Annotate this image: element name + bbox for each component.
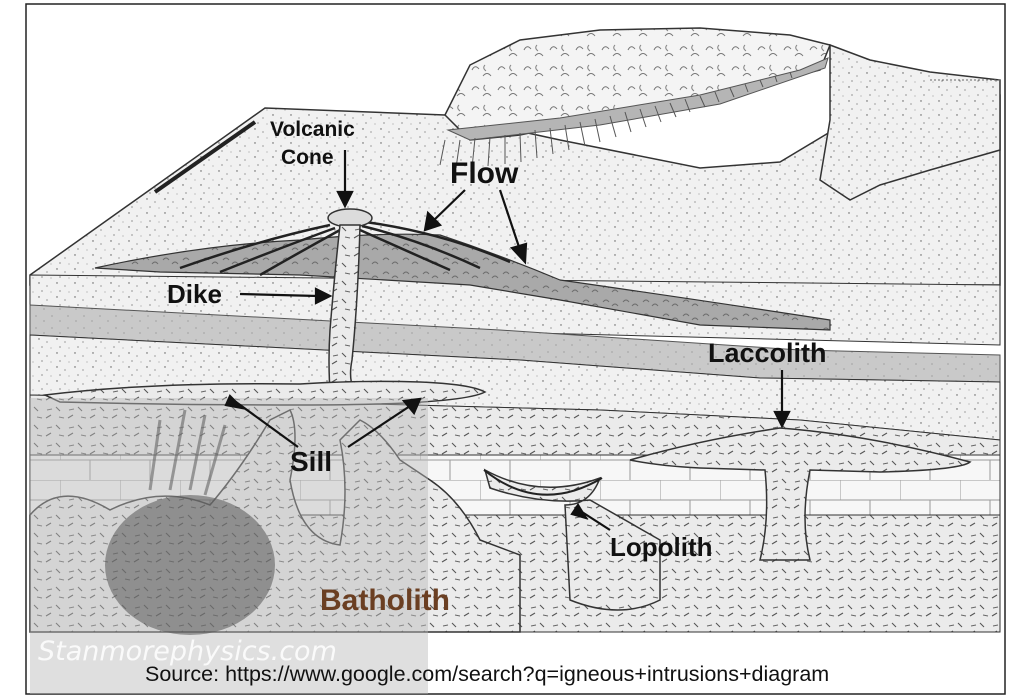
label-dike: Dike (167, 279, 222, 309)
label-lopolith: Lopolith (610, 532, 713, 562)
source-caption: Source: https://www.google.com/search?q=… (145, 662, 829, 686)
label-volcanic: Volcanic (270, 118, 355, 141)
photo-overlay-shape (105, 495, 275, 635)
label-sill: Sill (290, 446, 332, 477)
label-batholith: Batholith (320, 584, 450, 617)
label-flow: Flow (450, 157, 519, 190)
label-laccolith: Laccolith (708, 338, 827, 368)
label-cone: Cone (281, 146, 334, 169)
